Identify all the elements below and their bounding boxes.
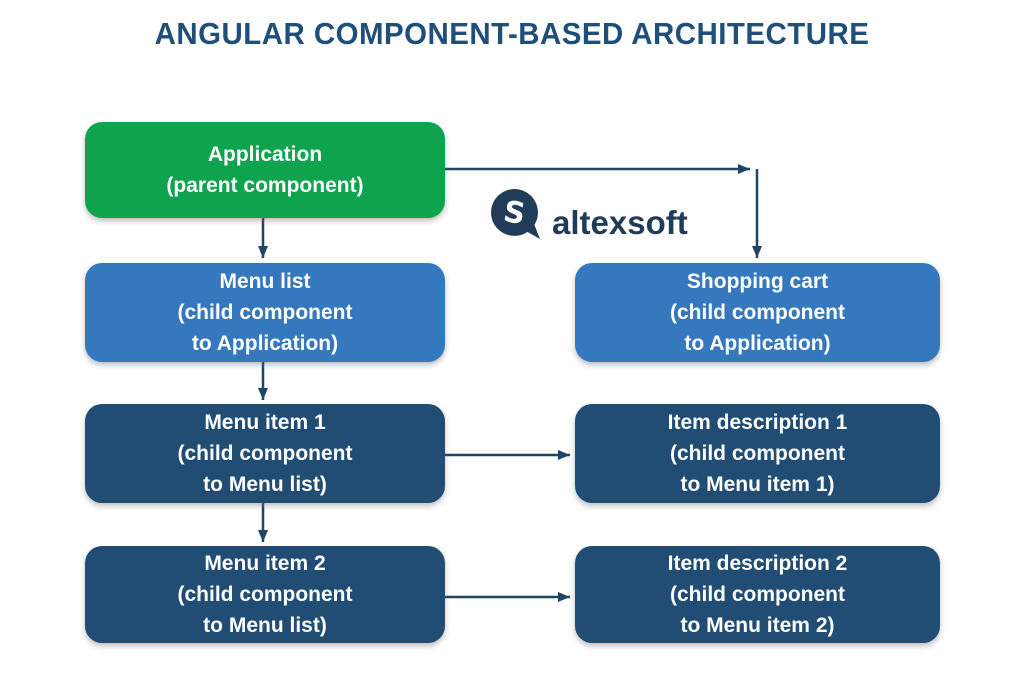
node-label: Item description 2 xyxy=(667,552,848,575)
node-item-description-1: Item description 1 (child component to M… xyxy=(575,404,940,503)
node-sublabel: (child component xyxy=(177,442,353,465)
node-menu-item-2: Menu item 2 (child component to Menu lis… xyxy=(85,546,445,643)
node-label: Menu item 1 xyxy=(204,411,326,434)
node-menu-list: Menu list (child component to Applicatio… xyxy=(85,263,445,362)
node-shopping-cart: Shopping cart (child component to Applic… xyxy=(575,263,940,362)
node-sublabel: (child component xyxy=(670,583,845,606)
node-sublabel: to Menu list) xyxy=(203,473,327,496)
node-item-description-2: Item description 2 (child component to M… xyxy=(575,546,940,643)
node-label: Item description 1 xyxy=(667,411,848,434)
node-label: Menu item 2 xyxy=(204,552,326,575)
node-label: Application xyxy=(207,143,323,166)
page-title: ANGULAR COMPONENT-BASED ARCHITECTURE xyxy=(154,16,870,51)
node-sublabel: to Application) xyxy=(684,332,831,355)
altexsoft-speech-bubble-s-icon: S xyxy=(489,187,542,245)
node-sublabel: to Menu list) xyxy=(203,614,327,637)
node-sublabel: (child component xyxy=(670,442,845,465)
node-sublabel: (child component xyxy=(670,301,845,324)
altexsoft-wordmark: altexsoft xyxy=(552,204,688,241)
node-sublabel: (parent component) xyxy=(166,174,364,197)
node-sublabel: to Application) xyxy=(191,332,339,355)
node-sublabel: (child component xyxy=(177,301,353,324)
node-label: Menu list xyxy=(219,270,311,293)
node-label: Shopping cart xyxy=(686,270,829,293)
node-application: Application (parent component) xyxy=(85,122,445,218)
node-sublabel: to Menu item 2) xyxy=(680,614,835,637)
node-menu-item-1: Menu item 1 (child component to Menu lis… xyxy=(85,404,445,503)
node-sublabel: (child component xyxy=(177,583,353,606)
node-sublabel: to Menu item 1) xyxy=(680,473,835,496)
altexsoft-logo: S altexsoft xyxy=(489,189,688,245)
